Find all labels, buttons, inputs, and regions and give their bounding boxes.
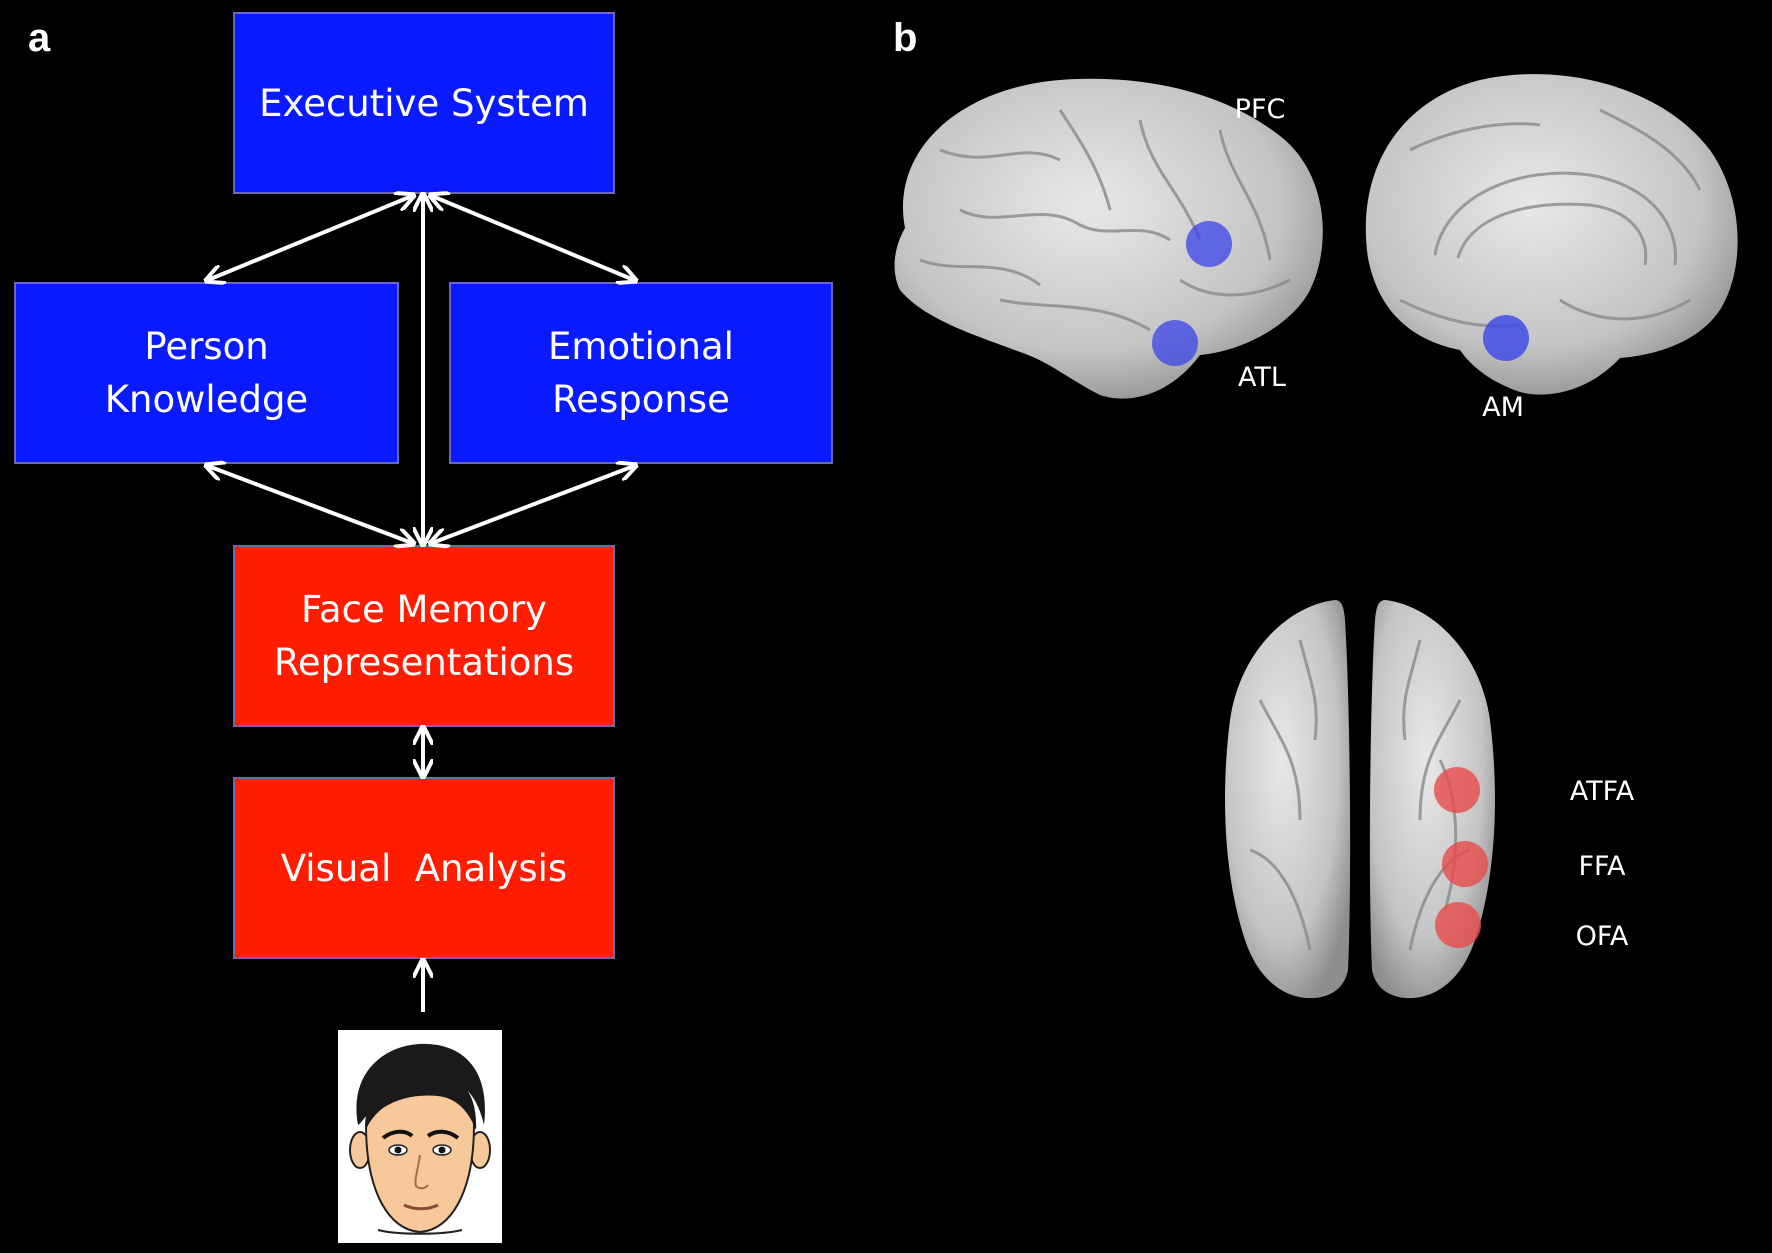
atfa-region-marker xyxy=(1434,767,1480,813)
panel-a-label: a xyxy=(28,16,51,60)
person-knowledge-box: Person Knowledge xyxy=(14,282,399,464)
emotional-response-label-line2: Response xyxy=(552,378,730,421)
connection-arrows xyxy=(208,196,634,1012)
face-stimulus-card xyxy=(338,1030,502,1243)
ffa-region-marker xyxy=(1442,841,1488,887)
atl-region-marker xyxy=(1152,320,1198,366)
region-label-pfc: PFC xyxy=(1234,94,1286,125)
region-label-ffa: FFA xyxy=(1578,851,1626,882)
person-knowledge-label-line1: Person xyxy=(144,325,269,368)
region-label-ofa: OFA xyxy=(1575,921,1629,952)
arrow-person-facememory xyxy=(208,466,412,543)
executive-system-label: Executive System xyxy=(259,81,589,125)
arrow-emotion-facememory xyxy=(432,466,634,543)
brain-ventral-icon xyxy=(1225,600,1495,999)
arrow-exec-person xyxy=(208,196,412,280)
person-knowledge-label-line2: Knowledge xyxy=(104,378,309,421)
emotional-response-label-line1: Emotional xyxy=(548,325,734,368)
am-region-marker xyxy=(1483,315,1529,361)
pfc-region-marker xyxy=(1186,221,1232,267)
face-memory-label-line1: Face Memory xyxy=(301,588,547,631)
panel-b-label: b xyxy=(893,16,918,60)
brain-medial-icon xyxy=(1365,74,1738,395)
face-cartoon-icon xyxy=(349,1043,491,1235)
visual-analysis-label: Visual Analysis xyxy=(280,846,568,890)
region-label-atl: ATL xyxy=(1238,362,1286,393)
arrow-exec-emotion xyxy=(432,196,634,280)
visual-analysis-box: Visual Analysis xyxy=(233,777,615,959)
ofa-region-marker xyxy=(1435,902,1481,948)
region-label-am: AM xyxy=(1482,392,1524,423)
emotional-response-box: Emotional Response xyxy=(449,282,833,464)
region-label-atfa: ATFA xyxy=(1569,776,1635,807)
executive-system-box: Executive System xyxy=(233,12,615,194)
brain-lateral-icon xyxy=(894,78,1323,399)
face-memory-label-line2: Representations xyxy=(273,641,575,684)
